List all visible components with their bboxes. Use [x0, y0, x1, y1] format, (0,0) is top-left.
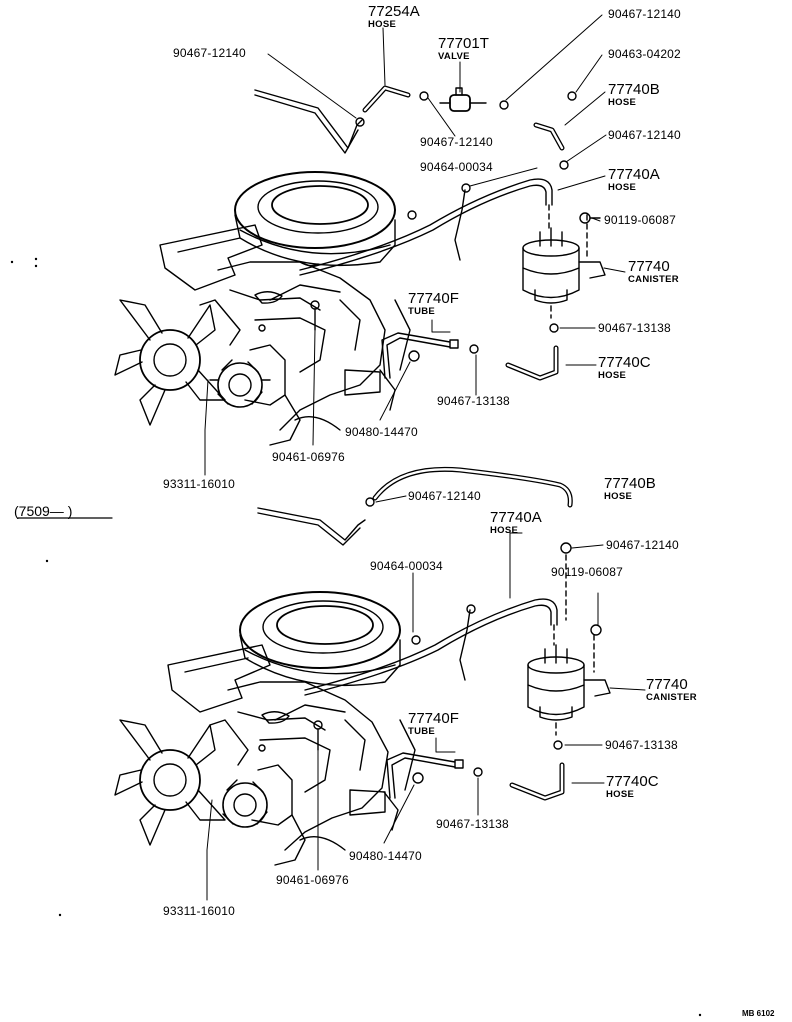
part-desc: HOSE — [608, 97, 637, 108]
bottom-leader-lines — [206, 495, 646, 901]
part-desc: HOSE — [604, 491, 633, 502]
label-90480-14470-bottom: 90480-14470 — [349, 849, 422, 863]
label-77740A-top: 77740A HOSE — [608, 167, 660, 193]
part-desc: CANISTER — [646, 692, 697, 703]
label-90467-12140-right: 90467-12140 — [608, 128, 681, 142]
label-90463-04202: 90463-04202 — [608, 47, 681, 61]
label-77701T: 77701T VALVE — [438, 36, 489, 62]
part-desc: CANISTER — [628, 274, 679, 285]
label-90467-13138-bottom-top: 90467-13138 — [437, 394, 510, 408]
label-90461-06976-top: 90461-06976 — [272, 450, 345, 464]
label-90467-12140-bottom-b: 90467-12140 — [606, 538, 679, 552]
top-hose-77740B — [533, 91, 577, 170]
label-90467-13138-right-bottom: 90467-13138 — [605, 738, 678, 752]
label-90467-12140-mid: 90467-12140 — [420, 135, 493, 149]
top-air-cleaner — [234, 171, 396, 267]
top-canister-77740 — [522, 212, 606, 333]
part-number: 77740A — [490, 509, 542, 526]
label-77254A: 77254A HOSE — [368, 4, 420, 30]
top-engine-block — [159, 224, 411, 446]
top-assembly — [114, 14, 626, 476]
top-hose-77254A — [254, 85, 411, 154]
label-77740C-top: 77740C HOSE — [598, 355, 651, 381]
label-90480-14470-top: 90480-14470 — [345, 425, 418, 439]
part-desc: TUBE — [408, 306, 436, 317]
label-77740F-top: 77740F TUBE — [408, 291, 459, 317]
label-90119-06087-bottom: 90119-06087 — [551, 565, 624, 579]
part-number: 77254A — [368, 3, 420, 20]
part-desc: HOSE — [608, 182, 637, 193]
label-77740B-bottom: 77740B HOSE — [604, 476, 656, 502]
label-93311-16010-top: 93311-16010 — [163, 477, 236, 491]
label-90464-00034-top: 90464-00034 — [420, 160, 493, 174]
bottom-tube-77740F — [386, 752, 483, 799]
label-77740-canister-bottom: 77740 CANISTER — [646, 677, 697, 703]
bottom-hose-77740A — [304, 598, 558, 696]
label-77740A-bottom: 77740A HOSE — [490, 510, 542, 536]
part-number: 77740 — [646, 676, 688, 693]
top-leader-lines — [204, 14, 626, 476]
part-desc: HOSE — [368, 19, 397, 30]
drawing-code: MB 6102 — [742, 1009, 775, 1018]
label-77740C-bottom: 77740C HOSE — [606, 774, 659, 800]
date-range: (7509— ) — [14, 503, 73, 519]
bottom-hose-77740B — [257, 466, 573, 546]
part-number: 77740 — [628, 258, 670, 275]
label-90467-12140-topright: 90467-12140 — [608, 7, 681, 21]
part-number: 77701T — [438, 35, 489, 52]
label-90467-13138-right-top: 90467-13138 — [598, 321, 671, 335]
label-77740-canister-top: 77740 CANISTER — [628, 259, 679, 285]
bottom-canister-77740 — [527, 542, 611, 750]
label-90119-06087-top: 90119-06087 — [604, 213, 677, 227]
part-desc: VALVE — [438, 51, 470, 62]
label-90467-12140-topleft: 90467-12140 — [173, 46, 246, 60]
top-fan — [114, 299, 226, 426]
top-hose-77740A — [299, 178, 553, 276]
label-93311-16010-bottom: 93311-16010 — [163, 904, 236, 918]
part-desc: HOSE — [606, 789, 635, 800]
part-number: 77740B — [608, 81, 660, 98]
top-valve-77701T — [419, 87, 509, 112]
label-90467-13138-bottom-bottom: 90467-13138 — [436, 817, 509, 831]
label-77740B-top: 77740B HOSE — [608, 82, 660, 108]
top-alternator — [209, 359, 271, 408]
top-tube-77740F — [381, 332, 479, 379]
bottom-fan — [114, 719, 226, 846]
bottom-engine-block — [167, 644, 416, 866]
bottom-alternator — [222, 779, 268, 828]
label-77740F-bottom: 77740F TUBE — [408, 711, 459, 737]
part-desc: HOSE — [598, 370, 627, 381]
part-number: 77740F — [408, 710, 459, 727]
part-number: 77740B — [604, 475, 656, 492]
part-number: 77740C — [598, 354, 651, 371]
bottom-assembly — [17, 466, 646, 901]
part-number: 77740F — [408, 290, 459, 307]
bottom-air-cleaner — [239, 591, 401, 687]
label-90461-06976-bottom: 90461-06976 — [276, 873, 349, 887]
part-desc: TUBE — [408, 726, 436, 737]
part-desc: HOSE — [490, 525, 519, 536]
top-hose-77740C — [505, 345, 559, 381]
label-90467-12140-bottom-a: 90467-12140 — [408, 489, 481, 503]
label-90464-00034-bottom: 90464-00034 — [370, 559, 443, 573]
part-number: 77740C — [606, 773, 659, 790]
bottom-hose-77740C — [509, 762, 565, 801]
part-number: 77740A — [608, 166, 660, 183]
